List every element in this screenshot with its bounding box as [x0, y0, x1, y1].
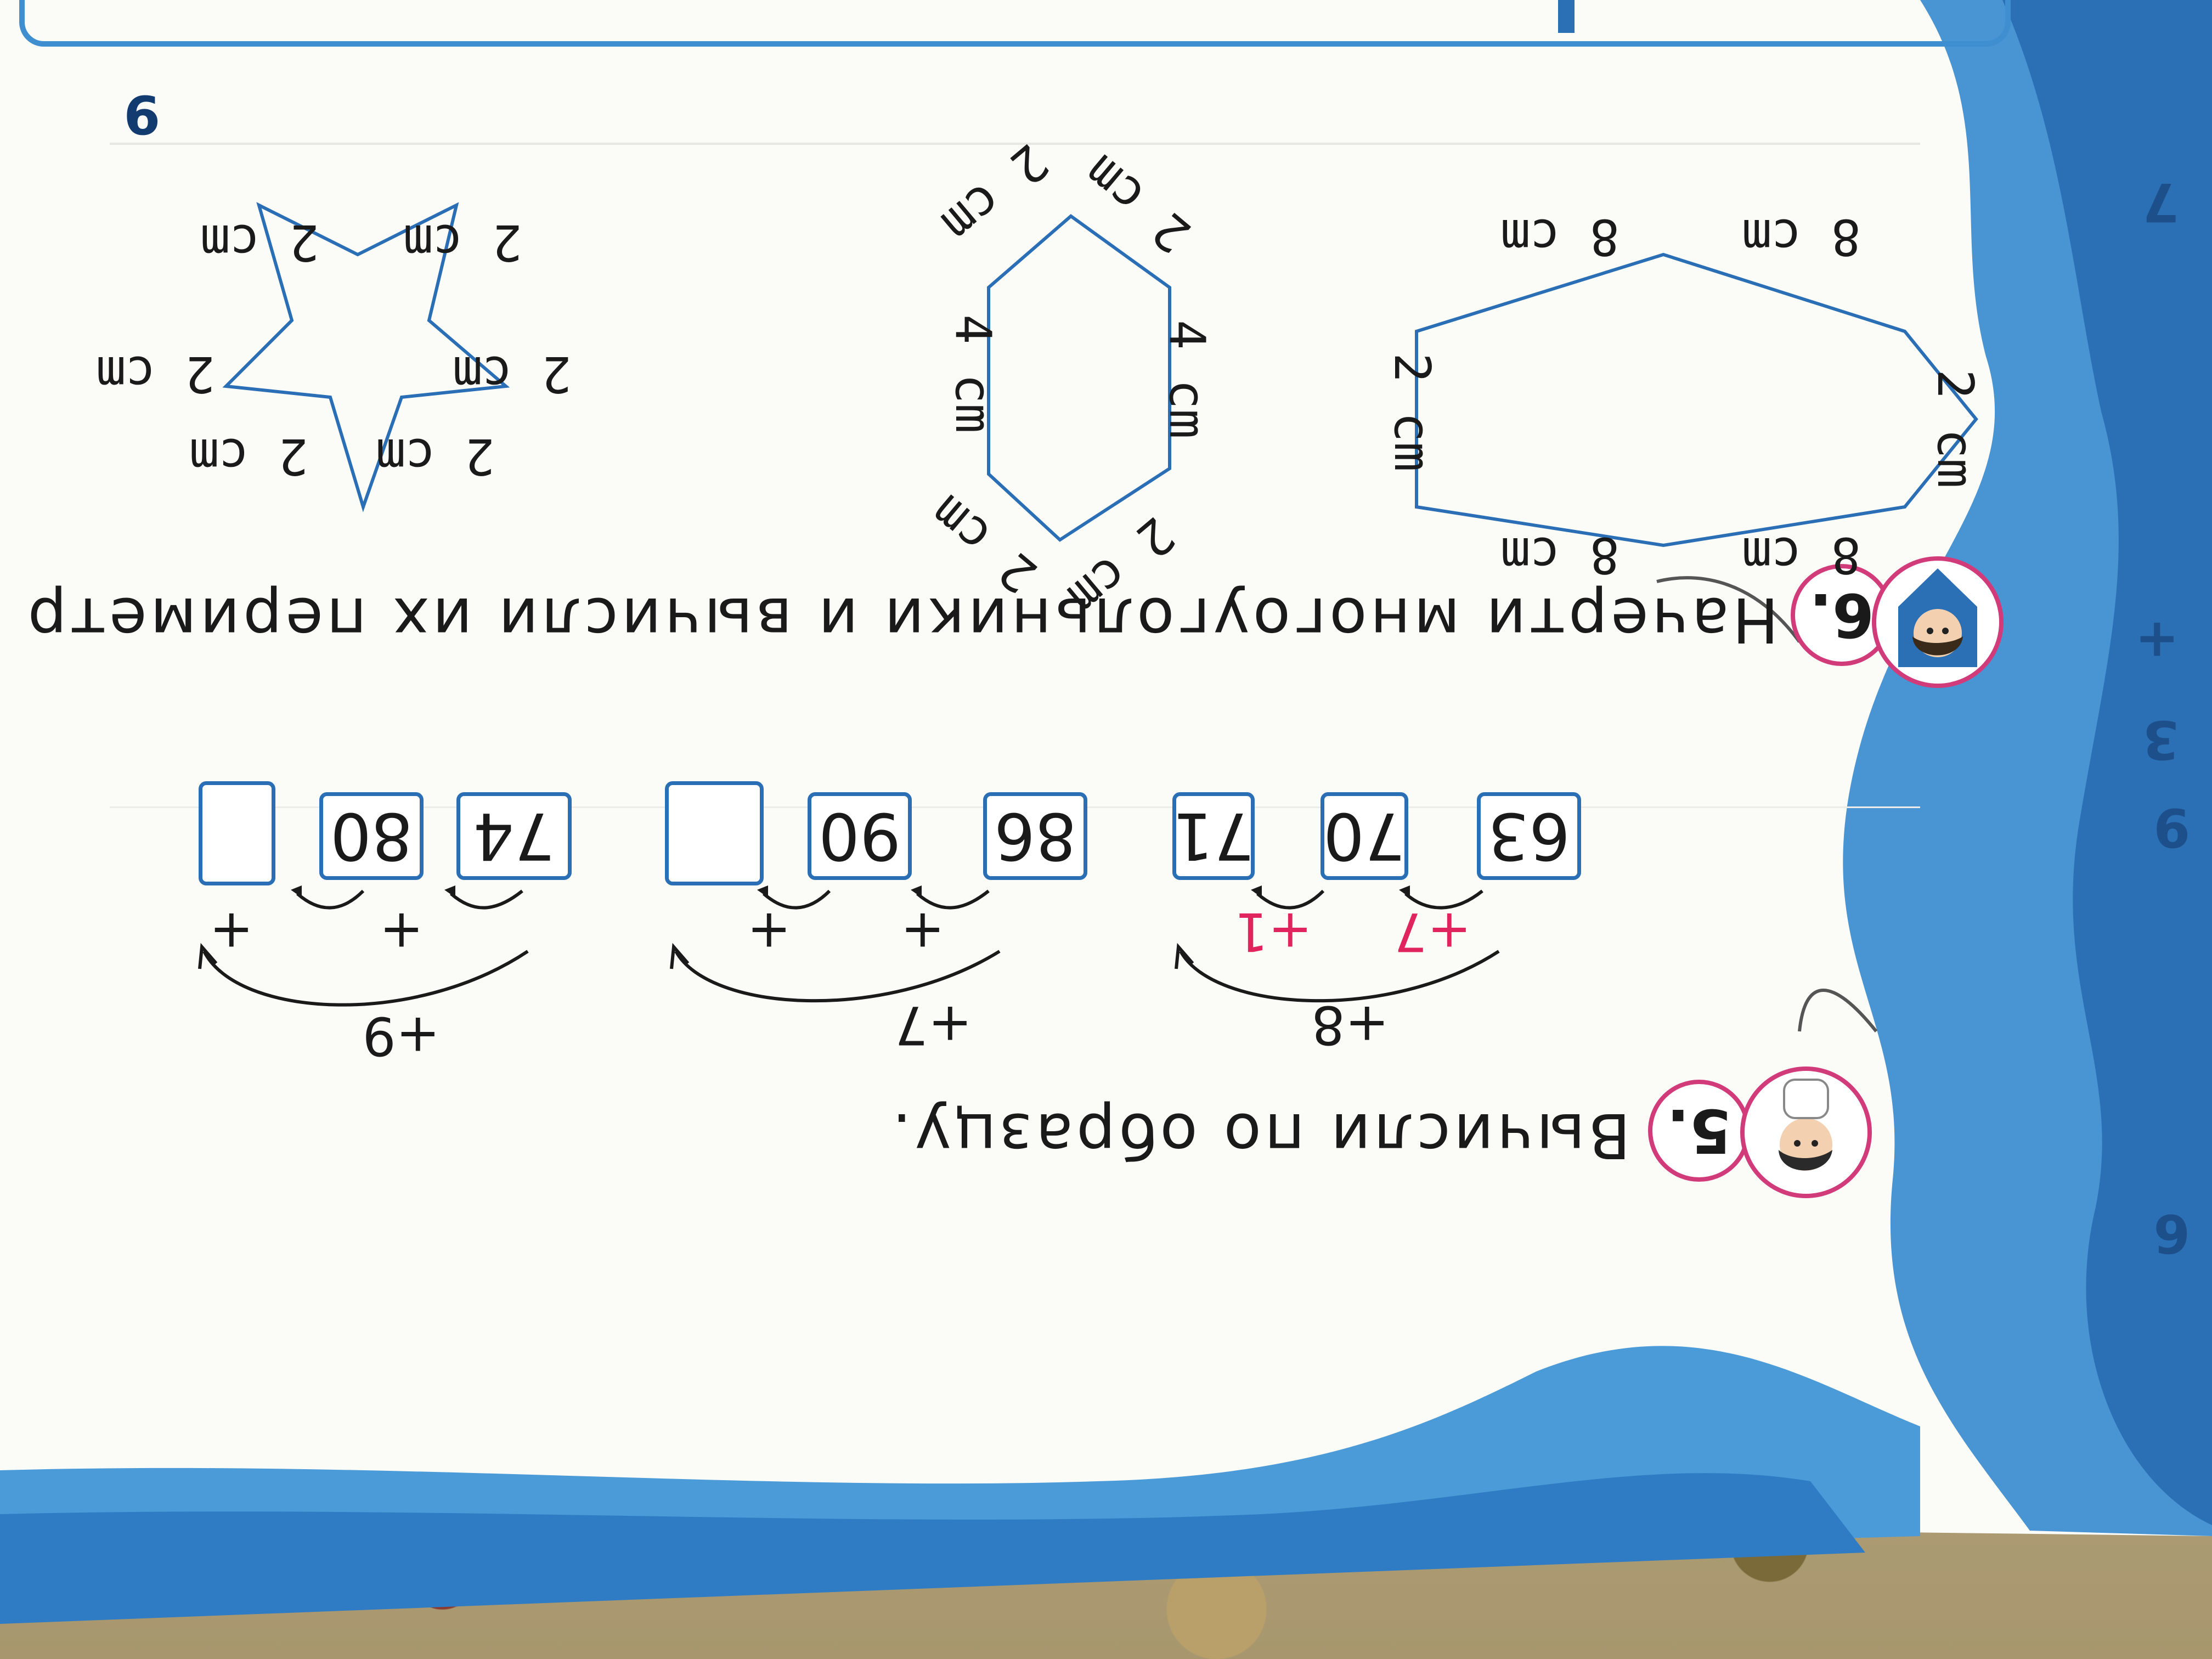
star-side-1: 2 cm — [453, 345, 572, 403]
boy-mascot-icon — [1740, 1066, 1872, 1198]
reg-hex-side-right: 4 cm — [944, 314, 1002, 433]
margin-digit-3: 3 — [2142, 709, 2179, 770]
long-hexagon-shape — [1415, 252, 1978, 548]
long-hex-side-bottom-left: 8 cm — [1742, 208, 1861, 266]
margin-digit-5: 7 — [2142, 171, 2179, 233]
long-hex-side-top-right: 8 cm — [1500, 526, 1620, 584]
page-number: 9 — [123, 83, 160, 145]
margin-digit-2: 6 — [2153, 1203, 2190, 1264]
girl-mascot-icon — [1872, 556, 2004, 688]
star-side-2: 2 cm — [376, 427, 495, 485]
margin-digit-1: 9 — [2153, 797, 2190, 858]
long-hex-side-bottom-right: 8 cm — [1500, 208, 1620, 266]
star-shape — [222, 202, 510, 512]
long-hex-side-left: 2 cm — [1926, 369, 1984, 488]
long-hex-side-right: 2 cm — [1383, 353, 1441, 472]
star-side-6: 2 cm — [403, 213, 522, 271]
star-side-4: 2 cm — [96, 345, 215, 403]
reg-hex-side-left: 4 cm — [1158, 320, 1216, 439]
star-side-3: 2 cm — [189, 427, 308, 485]
margin-digit-4: + — [2135, 610, 2179, 672]
star-side-5: 2 cm — [200, 213, 319, 271]
regular-hexagon-shape — [987, 214, 1171, 542]
long-hex-side-top-left: 8 cm — [1742, 526, 1861, 584]
